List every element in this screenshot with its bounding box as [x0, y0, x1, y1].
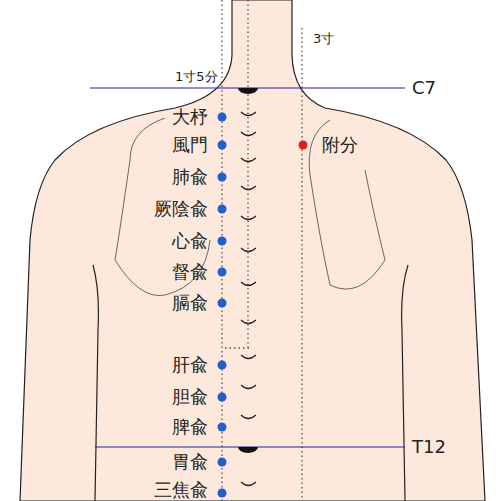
point-label: C7: [412, 79, 436, 97]
vertebra-t12: [238, 447, 258, 453]
scapula-right: [309, 120, 385, 289]
guide-line: [225, 347, 252, 348]
vertebra-mark: [241, 132, 256, 136]
vertebra-mark: [241, 216, 256, 220]
vertebra-mark: [241, 320, 256, 324]
point-label: 脾兪: [172, 418, 208, 436]
torso-right: [402, 265, 408, 501]
point-label: 1寸5分: [175, 70, 218, 83]
vertebra-mark: [241, 158, 256, 162]
vertebra-mark: [241, 248, 256, 252]
point-label: T12: [412, 438, 446, 456]
guide-line: [301, 28, 302, 501]
vertebra-mark: [241, 186, 256, 190]
point-label: 厥陰兪: [154, 200, 208, 218]
point-label: 心兪: [172, 232, 208, 250]
torso-left: [93, 265, 98, 501]
point-label: 肝兪: [172, 356, 208, 374]
vertebrae: [241, 112, 256, 486]
point-label: 附分: [322, 136, 358, 154]
point-label: 胃兪: [172, 453, 208, 471]
point-label: 3寸: [313, 32, 334, 45]
vertebra-mark: [241, 112, 256, 116]
point-label: 風門: [172, 136, 208, 154]
point-label: 大杼: [172, 108, 208, 126]
scapula-left: [115, 118, 210, 296]
vertebra-mark: [241, 415, 256, 419]
vertebra-c7: [238, 88, 258, 94]
fufen-dot: [299, 141, 308, 150]
point-label: 三焦兪: [154, 481, 208, 499]
body-outline: [20, 0, 485, 501]
spine-line: [247, 0, 248, 348]
acupoint-dots: [218, 113, 227, 498]
point-label: 督兪: [172, 263, 208, 281]
point-label: 肺兪: [172, 168, 208, 186]
vertebra-mark: [241, 482, 256, 486]
point-label: 膈兪: [172, 294, 208, 312]
point-label: 胆兪: [172, 388, 208, 406]
vertebra-mark: [241, 282, 256, 286]
vertebra-mark: [241, 385, 256, 389]
vertebra-mark: [241, 355, 256, 359]
